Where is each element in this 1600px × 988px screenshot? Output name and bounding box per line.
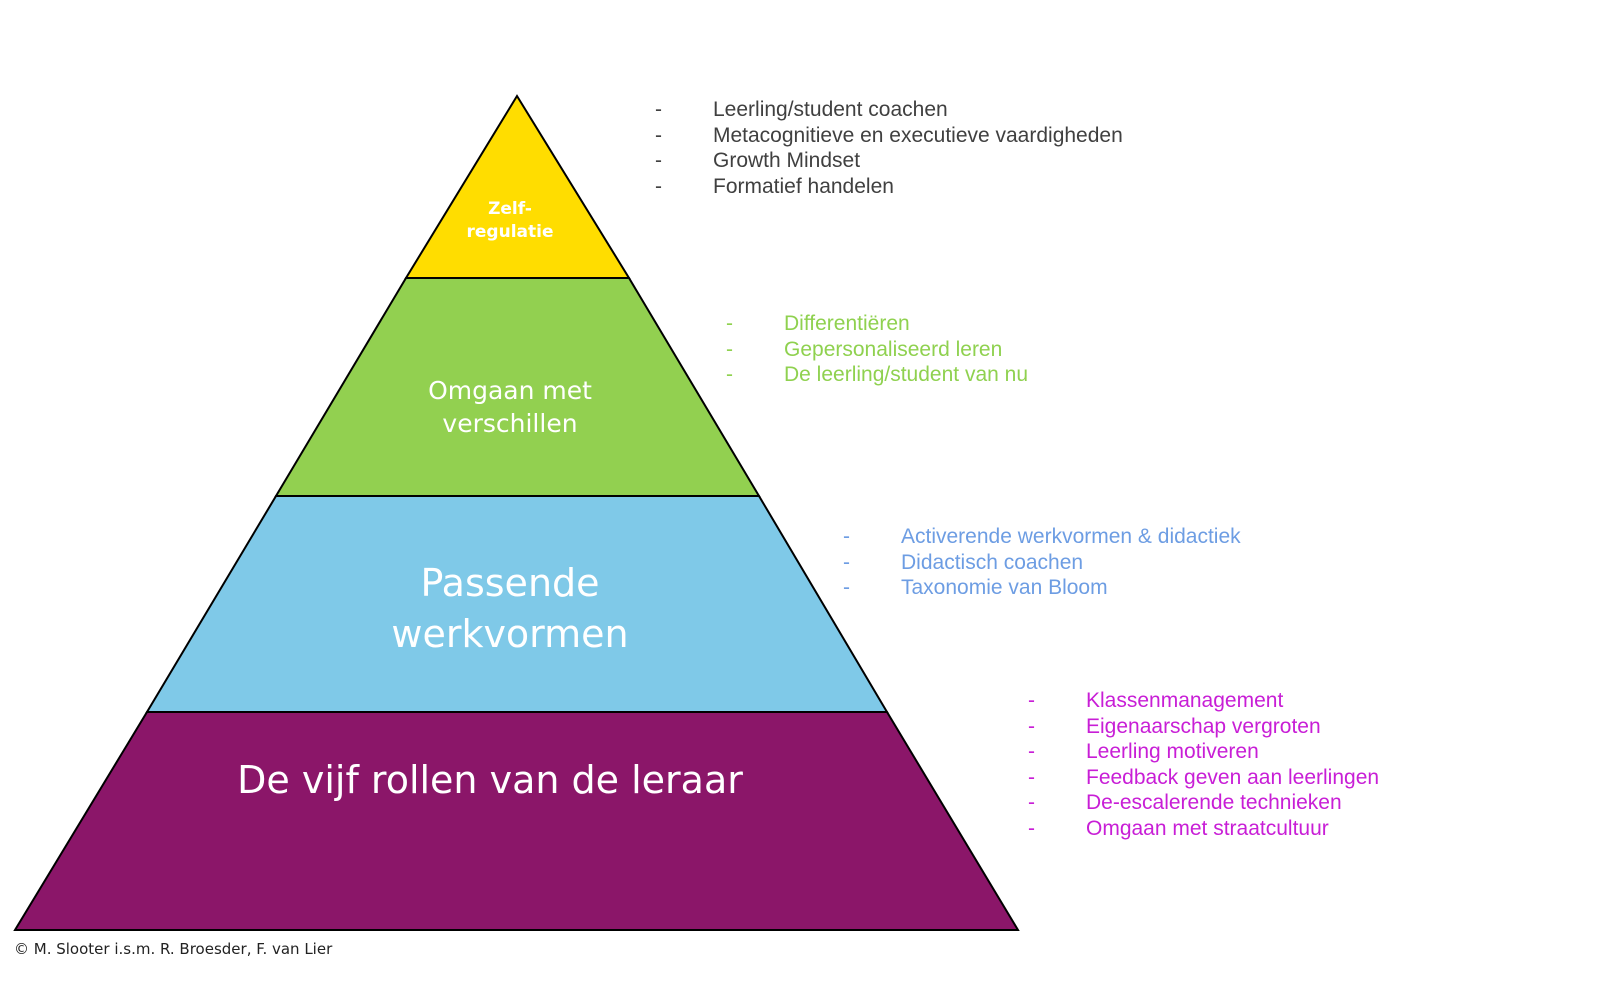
bullet-dash: - bbox=[726, 363, 733, 387]
list-item-text: Eigenaarschap vergroten bbox=[1086, 714, 1321, 738]
list-vijf-rollen: - Klassenmanagement - Eigenaarschap vergro… bbox=[1028, 688, 1379, 842]
list-item: - Leerling/student coachen bbox=[655, 97, 1123, 123]
list-item-text: Growth Mindset bbox=[713, 149, 861, 173]
bullet-dash: - bbox=[843, 576, 850, 600]
list-item: - Eigenaarschap vergroten bbox=[1028, 714, 1379, 740]
list-item-text: Taxonomie van Bloom bbox=[901, 576, 1108, 600]
tier-label-line: Omgaan met bbox=[428, 376, 592, 405]
bullet-dash: - bbox=[726, 312, 733, 335]
list-item-text: Leerling/student coachen bbox=[713, 98, 948, 121]
list-item-text: Klassenmanagement bbox=[1086, 689, 1284, 712]
bullet-dash: - bbox=[655, 123, 662, 147]
bullet-dash: - bbox=[1028, 765, 1035, 789]
pyramid-tier-top bbox=[404, 94, 631, 279]
list-item-text: Feedback geven aan leerlingen bbox=[1086, 765, 1380, 789]
list-item-text: Differentiëren bbox=[784, 312, 910, 335]
bullet-dash: - bbox=[1028, 714, 1035, 738]
tier-label-line: De vijf rollen van de leraar bbox=[237, 758, 743, 802]
bullet-dash: - bbox=[655, 149, 662, 173]
bullet-dash: - bbox=[1028, 689, 1035, 712]
list-item: - Activerende werkvormen & didactiek bbox=[843, 524, 1241, 550]
bullet-dash: - bbox=[843, 550, 850, 574]
bullet-dash: - bbox=[655, 174, 662, 198]
tier-label-mid2: Omgaan met verschillen bbox=[380, 374, 640, 440]
list-item: - Klassenmanagement bbox=[1028, 688, 1379, 714]
list-item-text: De-escalerende technieken bbox=[1086, 791, 1342, 815]
tier-label-base: De vijf rollen van de leraar bbox=[150, 758, 830, 804]
list-item-text: De leerling/student van nu bbox=[784, 363, 1028, 387]
list-item: - Gepersonaliseerd leren bbox=[726, 337, 1028, 363]
list-item: - Growth Mindset bbox=[655, 148, 1123, 174]
tier-label-line: werkvormen bbox=[391, 612, 629, 657]
list-item-text: Activerende werkvormen & didactiek bbox=[901, 525, 1241, 548]
list-passende-werkvormen: - Activerende werkvormen & didactiek - Did… bbox=[843, 524, 1241, 601]
tier-label-line: Passende bbox=[420, 561, 600, 605]
tier-label-line: verschillen bbox=[442, 409, 578, 438]
list-item-text: Omgaan met straatcultuur bbox=[1086, 816, 1329, 840]
copyright-notice: © M. Slooter i.s.m. R. Broesder, F. van … bbox=[14, 940, 333, 958]
list-item-text: Formatief handelen bbox=[713, 174, 894, 198]
list-item: - Taxonomie van Bloom bbox=[843, 575, 1241, 601]
list-item: - Formatief handelen bbox=[655, 174, 1123, 200]
bullet-dash: - bbox=[1028, 791, 1035, 815]
list-item: - Omgaan met straatcultuur bbox=[1028, 816, 1379, 842]
list-item: - Differentiëren bbox=[726, 311, 1028, 337]
list-item: - Leerling motiveren bbox=[1028, 739, 1379, 765]
list-item: - Feedback geven aan leerlingen bbox=[1028, 765, 1379, 791]
list-item: - De leerling/student van nu bbox=[726, 362, 1028, 388]
bullet-dash: - bbox=[1028, 740, 1035, 764]
list-item: - Metacognitieve en executieve vaardighed… bbox=[655, 123, 1123, 149]
pyramid-tier-base bbox=[13, 711, 1020, 931]
list-zelfregulatie: - Leerling/student coachen - Metacognitiev… bbox=[655, 97, 1123, 199]
tier-label-line: regulatie bbox=[466, 221, 554, 242]
list-item-text: Leerling motiveren bbox=[1086, 740, 1259, 764]
list-item: - Didactisch coachen bbox=[843, 550, 1241, 576]
list-omgaan-met-verschillen: -Differentiëren -Gepersonaliseerd leren … bbox=[726, 311, 1028, 388]
bullet-dash: - bbox=[726, 337, 733, 361]
tier-label-mid1: Passende werkvormen bbox=[330, 558, 690, 661]
list-item-text: Didactisch coachen bbox=[901, 550, 1084, 574]
tier-label-line: Zelf- bbox=[488, 199, 532, 219]
list-item-text: Gepersonaliseerd leren bbox=[784, 337, 1003, 361]
list-item-text: Metacognitieve en executieve vaardighede… bbox=[713, 123, 1123, 147]
tier-label-top: Zelf- regulatie bbox=[440, 198, 580, 244]
bullet-dash: - bbox=[1028, 816, 1035, 840]
list-item: - De-escalerende technieken bbox=[1028, 790, 1379, 816]
bullet-dash: - bbox=[843, 525, 850, 548]
bullet-dash: - bbox=[655, 98, 662, 121]
